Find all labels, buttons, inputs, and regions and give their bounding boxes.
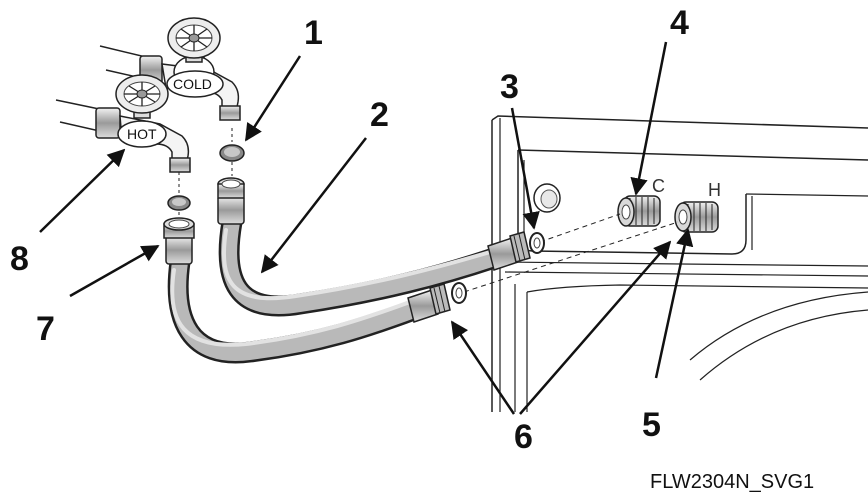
cold-hose (218, 211, 505, 317)
hot-inlet-valve (674, 201, 719, 233)
hot-tap-label: HOT (127, 126, 157, 142)
callout-2: 2 (370, 96, 389, 134)
cold-filter-screen (219, 144, 245, 162)
leader-7 (69, 244, 160, 298)
hot-hose-faucet-coupling (163, 217, 195, 265)
callout-6: 6 (514, 418, 533, 456)
leader-6b (519, 240, 672, 415)
callout-8: 8 (10, 240, 29, 278)
cold-rubber-washer (529, 232, 545, 254)
hot-port-letter: H (708, 180, 721, 200)
cold-hose-faucet-coupling (217, 177, 245, 225)
leader-1 (244, 55, 302, 142)
callout-1: 1 (304, 14, 323, 52)
leader-4 (630, 41, 668, 196)
hot-filter-screen (167, 195, 191, 211)
cold-faucet-handle-icon (167, 17, 221, 63)
hot-tag (117, 120, 167, 148)
hot-hose (167, 251, 425, 364)
callout-3: 3 (500, 68, 519, 106)
hot-faucet-handle-icon (115, 74, 169, 119)
panel-hole (533, 183, 561, 213)
cold-inlet-valve (617, 195, 661, 227)
hot-hose-coupling (407, 283, 451, 323)
cold-port-letter: C (652, 176, 665, 196)
hot-rubber-washer (451, 282, 467, 304)
cold-hose-coupling (487, 231, 531, 271)
leader-6a (450, 320, 516, 415)
leader-2 (260, 137, 367, 274)
leader-8 (39, 148, 126, 233)
callout-4: 4 (670, 4, 689, 42)
cold-tap-label: COLD (173, 76, 212, 92)
callout-7: 7 (36, 310, 55, 348)
callout-5: 5 (642, 406, 661, 444)
leader-5 (654, 228, 694, 379)
cold-tag (166, 70, 224, 98)
figure-caption: FLW2304N_SVG1 (650, 471, 814, 493)
leader-3 (510, 107, 540, 230)
callout-leaders (39, 41, 694, 415)
